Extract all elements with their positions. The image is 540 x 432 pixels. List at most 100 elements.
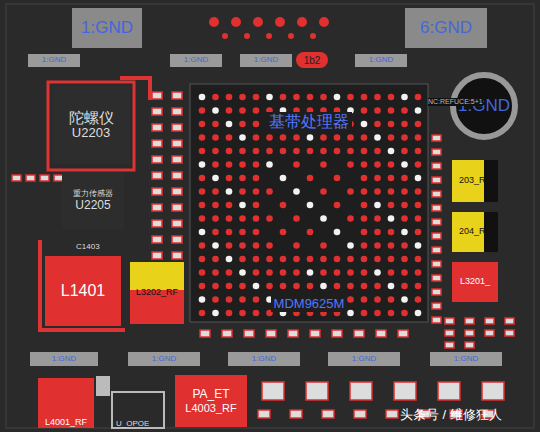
passive (152, 156, 162, 163)
passive (172, 92, 182, 99)
bga-ball (347, 148, 354, 155)
cap (96, 376, 110, 396)
passive (432, 275, 441, 281)
bga-ball (226, 215, 233, 222)
bga-ball (401, 229, 408, 236)
bga-ball (239, 202, 246, 209)
passive (322, 410, 334, 418)
pcb-part: 陀螺仪U2203 (52, 86, 130, 164)
bga-ball (253, 215, 260, 222)
bga-ball (374, 310, 381, 317)
passive (465, 318, 474, 324)
bga-ball (374, 148, 381, 155)
bga-ball (401, 256, 408, 263)
bga-ball (253, 161, 260, 168)
part-label: 1:GND (254, 56, 278, 65)
passive (258, 410, 270, 418)
bga-ball (253, 134, 260, 141)
bga-ball (401, 215, 408, 222)
bga-ball (361, 310, 368, 317)
bga-ball (307, 134, 314, 141)
passive (432, 261, 441, 267)
test-pad (297, 17, 307, 27)
bga-ball (212, 296, 219, 303)
bga-ball (293, 161, 300, 168)
bga-ball (280, 94, 287, 101)
bga-ball (212, 161, 219, 168)
bga-ball (212, 269, 219, 276)
bga-ball (361, 148, 368, 155)
bga-ball (361, 229, 368, 236)
bga-ball (253, 107, 260, 114)
bga-ball (226, 202, 233, 209)
bga-ball (253, 202, 260, 209)
part-label: 1:GND (454, 355, 478, 364)
passive (172, 204, 182, 211)
bga-ball (401, 121, 408, 128)
bga-ball (374, 242, 381, 249)
bga-ball (212, 188, 219, 195)
passive (376, 330, 386, 337)
bga-ball (199, 296, 206, 303)
bga-ball (388, 269, 395, 276)
passive (432, 303, 441, 309)
passive (485, 318, 494, 324)
bga-ball (361, 107, 368, 114)
bga-outline (190, 84, 428, 322)
part-label: 1:GND (81, 19, 133, 38)
passive (432, 219, 441, 225)
pcb-part: 1:GND (430, 352, 502, 366)
passive (172, 252, 182, 259)
trace (40, 240, 125, 330)
bga-ball (374, 296, 381, 303)
bga-ball (199, 188, 206, 195)
part-label: 基带处理器 (266, 112, 352, 132)
bga-ball (226, 269, 233, 276)
bga-ball (415, 269, 422, 276)
bga-ball (415, 161, 422, 168)
bga-ball (334, 256, 341, 263)
bga-ball (253, 148, 260, 155)
bga-ball (388, 188, 395, 195)
bga-ball (388, 175, 395, 182)
bga-ball (293, 242, 300, 249)
part-label: L1401 (61, 282, 106, 300)
bga-ball (374, 175, 381, 182)
passive (152, 236, 162, 243)
bga-ball (212, 215, 219, 222)
passive (350, 382, 372, 400)
bga-ball (199, 310, 206, 317)
test-pad (288, 33, 294, 39)
part-label: 重力传感器 (73, 190, 113, 199)
bga-ball (199, 269, 206, 276)
bga-ball (266, 134, 273, 141)
passive (432, 289, 441, 295)
bga-ball (226, 148, 233, 155)
passive (26, 175, 35, 181)
bga-ball (361, 121, 368, 128)
bga-ball (401, 283, 408, 290)
passive (505, 318, 514, 324)
bga-ball (388, 242, 395, 249)
passive (152, 220, 162, 227)
test-pad (310, 33, 316, 39)
passive (152, 140, 162, 147)
passive (12, 175, 21, 181)
bga-ball (361, 215, 368, 222)
bga-ball (415, 256, 422, 263)
test-pad (266, 33, 272, 39)
bga-ball (347, 188, 354, 195)
bga-ball (199, 242, 206, 249)
bga-ball (212, 175, 219, 182)
part-label: 1:GND (184, 56, 208, 65)
pcb-part: 1:GND (170, 54, 222, 67)
pcb-part: 203_RF (452, 160, 498, 202)
passive (485, 330, 494, 336)
bga-ball (401, 310, 408, 317)
bga-ball (266, 148, 273, 155)
bga-ball (334, 175, 341, 182)
passive (465, 342, 474, 348)
bga-ball (253, 296, 260, 303)
part-label: 203_RF (459, 176, 491, 186)
bga-ball (199, 256, 206, 263)
